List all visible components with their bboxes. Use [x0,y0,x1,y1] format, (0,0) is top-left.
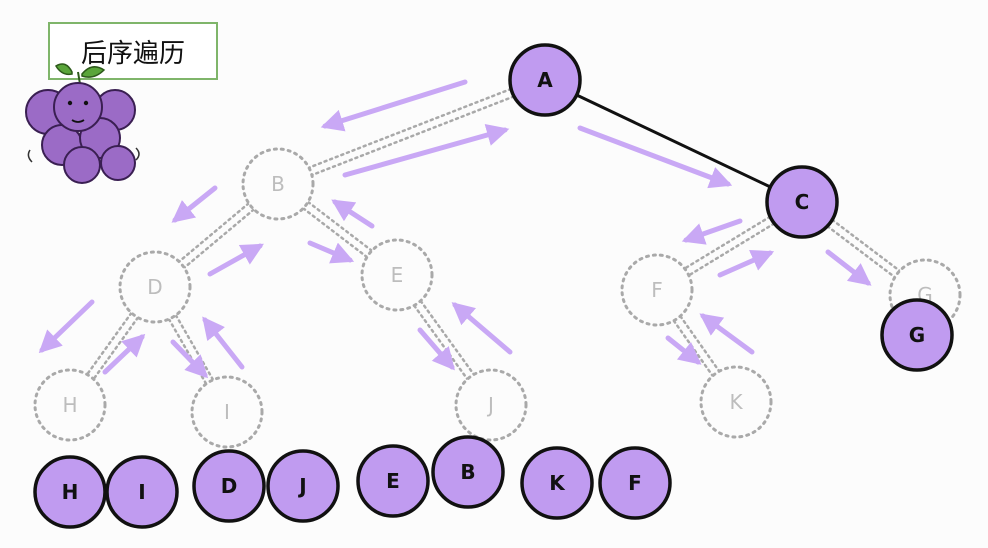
traversal-arrow [577,125,733,189]
traversal-arrow [202,316,245,370]
tree-node-I: I [190,375,264,449]
traversal-arrow [320,79,468,132]
output-node-label: F [628,471,642,495]
title-text: 后序遍历 [80,38,185,69]
traversal-arrow [699,313,755,355]
output-node-D: D [192,449,266,523]
edge-C-F [683,215,776,277]
traversal-arrow [342,124,510,178]
title-box: 后序遍历 [48,22,218,80]
traversal-arrow [825,249,872,286]
output-node-label: E [386,469,400,493]
traversal-arrow [451,302,513,355]
edge-B-E [302,200,373,259]
traversal-arrow [681,218,743,245]
edge-B-D [178,202,255,269]
output-node-I: I [105,455,179,529]
output-node-F: F [598,446,672,520]
output-node-K: K [520,446,594,520]
node-label: B [271,172,285,196]
node-label: C [795,190,810,214]
edge-A-B [307,87,516,177]
nodes-group: A B C D E F G H I J K [33,43,962,449]
traversal-arrows [38,79,872,379]
node-label: I [224,400,230,424]
tree-node-E: E [360,238,434,312]
traversal-arrow [717,249,775,278]
traversal-arrow [207,243,264,277]
traversal-arrow [171,185,218,223]
tree-node-F: F [620,253,694,327]
edge-E-J [413,299,475,381]
edge-A-C [575,93,772,189]
traversal-arrow [307,240,355,264]
output-node-label: K [549,471,566,495]
output-node-label: H [62,480,79,504]
output-node-label: I [138,480,145,504]
tree-node-B: B [241,147,315,221]
node-label: F [651,278,663,302]
edge-D-H [85,311,140,381]
edges-group [85,87,901,385]
traversal-arrow [102,333,146,375]
traversal-arrow [38,299,95,354]
grape-mascot-icon [25,63,140,184]
output-node-E: E [356,444,430,518]
node-label: G [909,323,925,347]
tree-node-J: J [454,368,528,442]
current-node-G: G [880,298,954,372]
traversal-arrow [665,335,702,365]
node-label: K [729,390,743,414]
output-node-label: D [221,474,238,498]
tree-node-K: K [699,365,773,439]
traversal-arrow [417,327,455,371]
edge-C-G [826,218,901,279]
traversal-arrow [170,339,209,379]
output-node-label: B [460,460,475,484]
tree-node-A: A [508,43,582,117]
node-label: J [486,393,494,417]
traversal-arrow [331,199,375,229]
output-node-H: H [33,455,107,529]
tree-node-H: H [33,368,107,442]
node-label: E [391,263,404,287]
output-node-B: B [431,435,505,509]
tree-node-D: D [118,250,192,324]
tree-node-C: C [765,165,839,239]
output-node-J: J [266,449,340,523]
output-node-label: J [297,474,306,498]
node-label: D [147,275,162,299]
node-label: H [62,393,77,417]
edge-F-K [672,315,721,377]
node-label: A [537,68,553,92]
